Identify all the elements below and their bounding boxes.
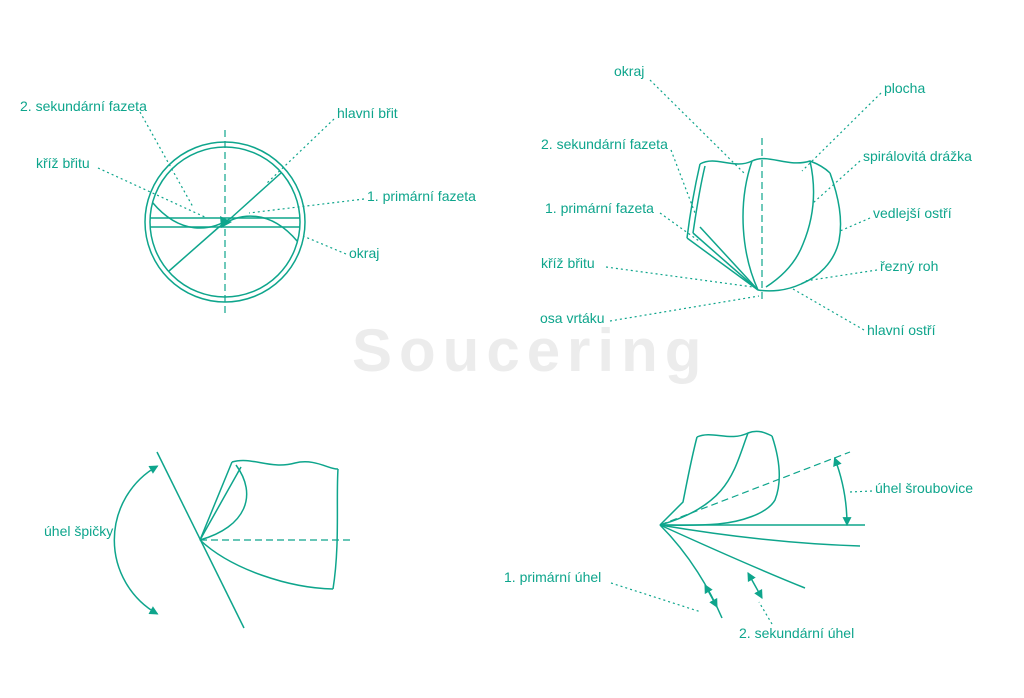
label-side-kriz-britu: kříž břitu	[541, 255, 595, 271]
label-end-primarni-fazeta: 1. primární fazeta	[367, 188, 476, 204]
clearance-angles-drawing	[659, 430, 865, 619]
label-end-sekundarni-fazeta: 2. sekundární fazeta	[20, 98, 147, 114]
label-side-okraj: okraj	[614, 63, 645, 79]
side-view-drawing	[686, 138, 842, 303]
label-side-vedlejsi-ostri: vedlejší ostří	[873, 205, 952, 221]
point-angle-drawing	[113, 451, 352, 629]
label-side-hlavni-ostri: hlavní ostří	[867, 322, 936, 338]
label-primarni-uhel: 1. primární úhel	[504, 569, 602, 585]
label-side-rezny-roh: řezný roh	[880, 258, 939, 274]
end-view-leader-lines	[97, 111, 365, 255]
side-view-leader-lines	[605, 79, 882, 331]
watermark-text: Soucering	[352, 317, 709, 384]
label-end-hlavni-brit: hlavní břit	[337, 105, 398, 121]
label-side-sekundarni-fazeta: 2. sekundární fazeta	[541, 136, 668, 152]
label-side-primarni-fazeta: 1. primární fazeta	[545, 200, 654, 216]
label-side-plocha: plocha	[884, 80, 926, 96]
label-end-kriz-britu: kříž břitu	[36, 155, 90, 171]
label-end-okraj: okraj	[349, 245, 380, 261]
end-view-drawing	[144, 130, 306, 316]
label-sekundarni-uhel: 2. sekundární úhel	[739, 625, 855, 641]
label-side-osa-vrtaku: osa vrtáku	[540, 310, 605, 326]
label-uhel-sroubovice: úhel šroubovice	[875, 480, 974, 496]
clearance-leader-lines	[610, 490, 873, 625]
label-side-spiralovita-drazka: spirálovitá drážka	[863, 148, 972, 164]
label-uhel-spicky: úhel špičky	[44, 523, 114, 539]
